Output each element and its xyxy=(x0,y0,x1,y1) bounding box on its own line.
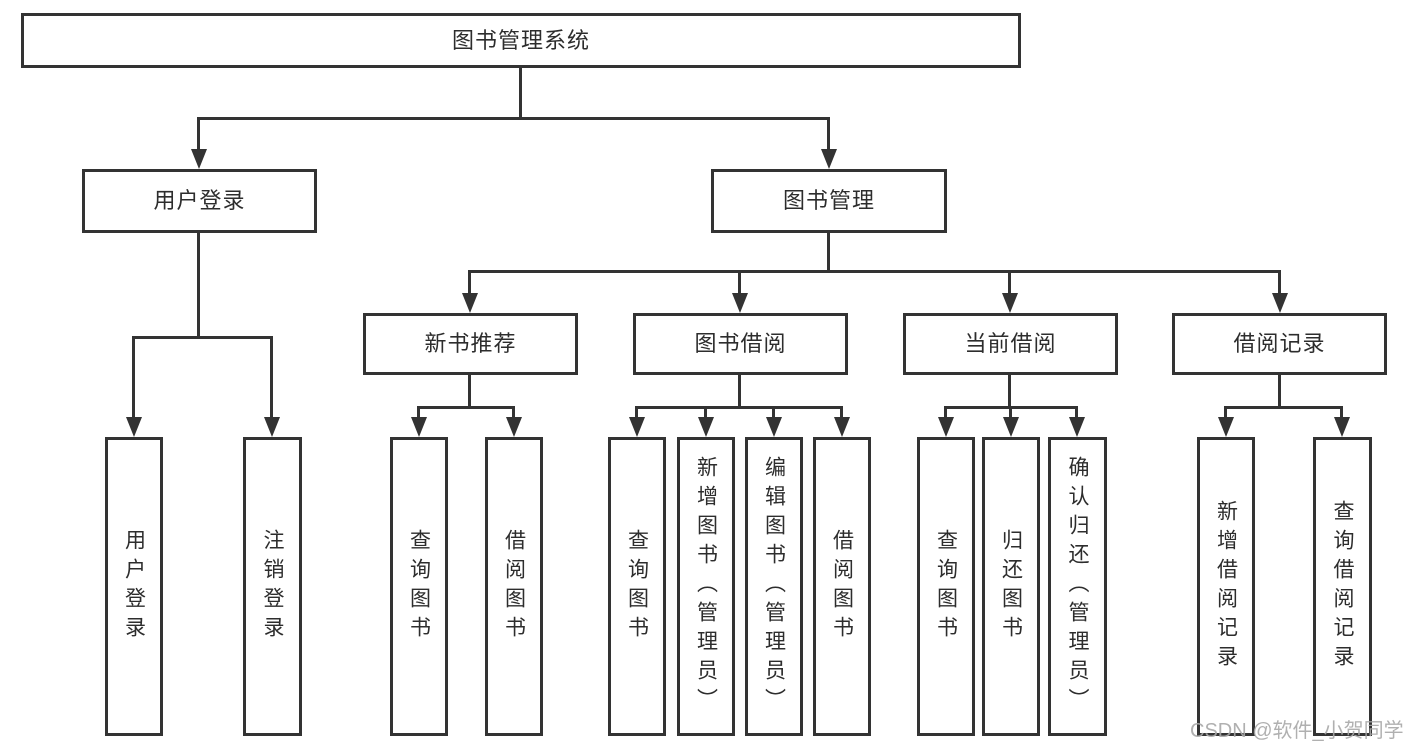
watermark: CSDN @软件_小贺同学 xyxy=(1190,720,1404,742)
leaf-confirm-return-admin: 确认归还（管理员） xyxy=(1048,437,1107,736)
leaf-borrow-books: 借阅图书 xyxy=(813,437,871,736)
connector-arrow xyxy=(938,417,954,437)
connector-line xyxy=(197,117,830,120)
connector-line xyxy=(197,233,200,337)
leaf-query-books-recommend: 查询图书 xyxy=(390,437,448,736)
connector-line xyxy=(270,336,273,419)
leaf-query-books-borrow: 查询图书 xyxy=(608,437,666,736)
connector-line xyxy=(635,406,843,409)
connector-arrow xyxy=(821,149,837,169)
connector-line xyxy=(417,406,515,409)
connector-arrow xyxy=(1069,417,1085,437)
node-user-login: 用户登录 xyxy=(82,169,317,233)
connector-line xyxy=(827,233,830,271)
connector-line xyxy=(738,270,741,296)
leaf-borrow-books-recommend: 借阅图书 xyxy=(485,437,543,736)
connector-arrow xyxy=(411,417,427,437)
leaf-query-books-current: 查询图书 xyxy=(917,437,975,736)
connector-line xyxy=(519,68,522,118)
connector-line xyxy=(132,336,135,419)
connector-line xyxy=(197,117,200,152)
connector-line xyxy=(635,406,638,420)
connector-line xyxy=(1278,270,1281,296)
connector-arrow xyxy=(1218,417,1234,437)
node-book-borrow: 图书借阅 xyxy=(633,313,848,375)
connector-line xyxy=(132,336,273,339)
connector-line xyxy=(1340,406,1343,420)
connector-line xyxy=(1008,270,1011,296)
connector-line xyxy=(1224,406,1227,420)
connector-line xyxy=(738,375,741,407)
node-borrow-records: 借阅记录 xyxy=(1172,313,1387,375)
connector-line xyxy=(468,375,471,407)
connector-line xyxy=(1008,375,1011,407)
connector-line xyxy=(772,406,775,420)
leaf-query-borrow-record: 查询借阅记录 xyxy=(1313,437,1372,736)
connector-arrow xyxy=(732,293,748,313)
connector-arrow xyxy=(462,293,478,313)
connector-line xyxy=(704,406,707,420)
connector-arrow xyxy=(834,417,850,437)
node-root: 图书管理系统 xyxy=(21,13,1021,68)
connector-arrow xyxy=(126,417,142,437)
connector-arrow xyxy=(1003,417,1019,437)
connector-arrow xyxy=(1002,293,1018,313)
connector-arrow xyxy=(629,417,645,437)
node-new-book-recommend: 新书推荐 xyxy=(363,313,578,375)
connector-line xyxy=(1075,406,1078,420)
leaf-return-books: 归还图书 xyxy=(982,437,1040,736)
connector-arrow xyxy=(191,149,207,169)
connector-line xyxy=(1224,406,1343,409)
connector-arrow xyxy=(1272,293,1288,313)
leaf-add-book-admin: 新增图书（管理员） xyxy=(677,437,735,736)
connector-arrow xyxy=(506,417,522,437)
connector-line xyxy=(1009,406,1012,420)
connector-line xyxy=(468,270,1281,273)
connector-line xyxy=(944,406,947,420)
connector-line xyxy=(827,117,830,152)
node-current-borrow: 当前借阅 xyxy=(903,313,1118,375)
connector-line xyxy=(840,406,843,420)
node-book-management: 图书管理 xyxy=(711,169,947,233)
connector-line xyxy=(1278,375,1281,407)
connector-arrow xyxy=(698,417,714,437)
connector-arrow xyxy=(766,417,782,437)
connector-line xyxy=(417,406,420,420)
connector-arrow xyxy=(264,417,280,437)
connector-arrow xyxy=(1334,417,1350,437)
connector-line xyxy=(512,406,515,420)
leaf-user-login: 用户登录 xyxy=(105,437,163,736)
leaf-logout: 注销登录 xyxy=(243,437,302,736)
leaf-add-borrow-record: 新增借阅记录 xyxy=(1197,437,1255,736)
leaf-edit-book-admin: 编辑图书（管理员） xyxy=(745,437,803,736)
connector-line xyxy=(468,270,471,296)
